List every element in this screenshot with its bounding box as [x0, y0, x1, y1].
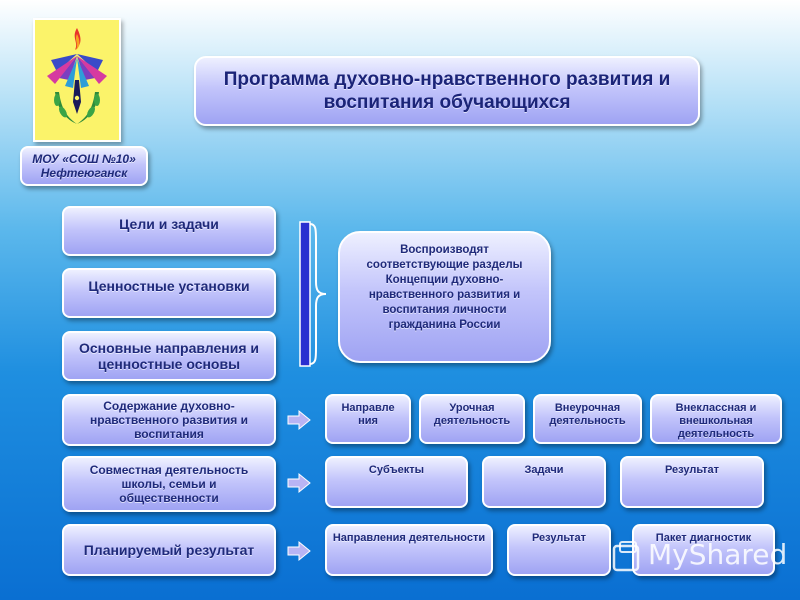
right-arrow-icon	[287, 540, 311, 562]
item-cooperation-label: Совместная деятельность школы, семьи и о…	[89, 463, 249, 505]
bracket-note-text: Воспроизводят соответствующие разделы Ко…	[366, 244, 523, 331]
item-planned-result[interactable]: Планируемый результат	[62, 524, 276, 576]
row3-activity-directions[interactable]: Направления деятельности	[325, 524, 493, 576]
item-cooperation[interactable]: Совместная деятельность школы, семьи и о…	[62, 456, 276, 512]
school-emblem-icon	[47, 28, 107, 124]
row2-tasks[interactable]: Задачи	[482, 456, 606, 508]
item-planned-result-label: Планируемый результат	[83, 542, 255, 558]
row3-diagnostics-package[interactable]: Пакет диагностик	[632, 524, 775, 576]
row1-extracurricular-label: Внеурочная деятельность	[549, 402, 626, 427]
row3-result-label: Результат	[531, 532, 587, 544]
item-content[interactable]: Содержание духовно-нравственного развити…	[62, 394, 276, 446]
myshared-logo-icon	[612, 541, 640, 572]
row1-out-of-class[interactable]: Внеклассная и внешкольная деятельность	[650, 394, 782, 444]
item-directions[interactable]: Основные направления и ценностные основы	[62, 331, 276, 381]
row2-tasks-label: Задачи	[524, 464, 564, 476]
bracket-note: Воспроизводят соответствующие разделы Ко…	[338, 231, 551, 363]
row1-directions-label: Направле ния	[341, 402, 395, 427]
item-content-label: Содержание духовно-нравственного развити…	[90, 399, 248, 441]
right-arrow-icon	[287, 472, 311, 494]
row2-result-label: Результат	[664, 464, 720, 476]
row3-diagnostics-package-label: Пакет диагностик	[655, 532, 752, 544]
item-directions-label: Основные направления и ценностные основы	[78, 340, 260, 372]
item-values-label: Ценностные установки	[88, 278, 250, 294]
school-city: Нефтеюганск	[40, 166, 128, 180]
item-goals-label: Цели и задачи	[119, 216, 219, 232]
row2-subjects[interactable]: Субъекты	[325, 456, 468, 508]
right-arrow-icon	[287, 409, 311, 431]
row1-lesson-activity-label: Урочная деятельность	[433, 402, 511, 427]
page-title: Программа духовно-нравственного развития…	[194, 56, 700, 126]
row3-activity-directions-label: Направления деятельности	[332, 532, 486, 544]
school-label: МОУ «СОШ №10» Нефтеюганск	[20, 146, 148, 186]
row1-lesson-activity[interactable]: Урочная деятельность	[419, 394, 525, 444]
row3-result[interactable]: Результат	[507, 524, 611, 576]
row1-extracurricular[interactable]: Внеурочная деятельность	[533, 394, 642, 444]
item-values[interactable]: Ценностные установки	[62, 268, 276, 318]
row1-directions[interactable]: Направле ния	[325, 394, 411, 444]
row2-subjects-label: Субъекты	[368, 464, 425, 476]
row2-result[interactable]: Результат	[620, 456, 764, 508]
curly-brace-icon	[299, 221, 327, 367]
watermark-text: MyShared	[648, 538, 788, 571]
page-title-text: Программа духовно-нравственного развития…	[223, 69, 671, 113]
school-name: МОУ «СОШ №10»	[32, 152, 136, 166]
item-goals[interactable]: Цели и задачи	[62, 206, 276, 256]
school-logo	[33, 18, 121, 142]
row1-out-of-class-label: Внеклассная и внешкольная деятельность	[675, 402, 757, 440]
